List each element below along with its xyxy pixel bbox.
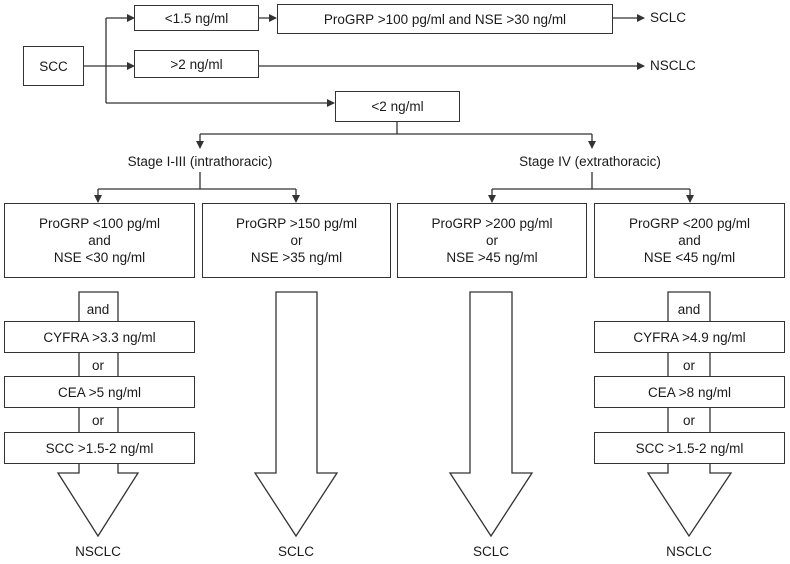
left-chain-connector-or-1: or <box>91 358 105 373</box>
result-nsclc-top: NSCLC <box>650 58 696 73</box>
outcome-nsclc-left: NSCLC <box>75 544 121 559</box>
criteria-box-2-line2: or <box>290 233 303 248</box>
result-sclc-top: SCLC <box>650 10 687 25</box>
criteria-box-4-line2: and <box>678 233 701 248</box>
criteria-box-4-line1: ProGRP <200 pg/ml <box>629 216 750 231</box>
criteria-box-4: ProGRP <200 pg/ml and NSE <45 ng/ml <box>594 203 785 278</box>
criteria-box-3: ProGRP >200 pg/ml or NSE >45 ng/ml <box>397 203 587 278</box>
condition-box-low: <1.5 ng/ml <box>134 5 259 31</box>
outcome-sclc-left: SCLC <box>277 544 315 559</box>
left-chain-connector-and: and <box>86 302 110 317</box>
right-chain-connector-and: and <box>677 302 701 317</box>
sclc-arrow-right <box>448 291 534 538</box>
criteria-box-3-line3: NSE >45 ng/ml <box>446 250 538 265</box>
criteria-box-top: ProGRP >100 pg/ml and NSE >30 ng/ml <box>277 4 613 34</box>
sclc-arrow-left <box>253 291 339 538</box>
left-cea-box: CEA >5 ng/ml <box>4 376 195 408</box>
criteria-box-1-line1: ProGRP <100 pg/ml <box>39 216 160 231</box>
outcome-sclc-right: SCLC <box>472 544 510 559</box>
criteria-box-2: ProGRP >150 pg/ml or NSE >35 ng/ml <box>202 203 391 278</box>
left-cyfra-box: CYFRA >3.3 ng/ml <box>4 321 195 353</box>
right-cea-box: CEA >8 ng/ml <box>594 376 785 408</box>
right-chain-connector-or-2: or <box>682 413 696 428</box>
criteria-box-2-line3: NSE >35 ng/ml <box>250 250 343 265</box>
right-scc-box: SCC >1.5-2 ng/ml <box>594 432 785 464</box>
outcome-nsclc-right: NSCLC <box>666 544 712 559</box>
stage-intrathoracic-label: Stage I-III (intrathoracic) <box>127 154 273 169</box>
condition-box-high: >2 ng/ml <box>134 50 259 78</box>
criteria-box-2-line1: ProGRP >150 pg/ml <box>236 216 357 231</box>
criteria-box-1-line2: and <box>88 233 111 248</box>
criteria-box-1-line3: NSE <30 ng/ml <box>53 250 146 265</box>
criteria-box-3-line1: ProGRP >200 pg/ml <box>431 216 553 231</box>
right-cyfra-box: CYFRA >4.9 ng/ml <box>594 321 785 353</box>
condition-box-under-2: <2 ng/ml <box>335 91 460 122</box>
criteria-box-1: ProGRP <100 pg/ml and NSE <30 ng/ml <box>4 203 195 278</box>
criteria-box-4-line3: NSE <45 ng/ml <box>643 250 736 265</box>
left-scc-box: SCC >1.5-2 ng/ml <box>4 432 195 464</box>
criteria-box-3-line2: or <box>485 233 498 248</box>
right-chain-connector-or-1: or <box>682 358 696 373</box>
stage-extrathoracic-label: Stage IV (extrathoracic) <box>519 154 661 169</box>
scc-root-box: SCC <box>23 46 84 86</box>
left-chain-connector-or-2: or <box>91 413 105 428</box>
